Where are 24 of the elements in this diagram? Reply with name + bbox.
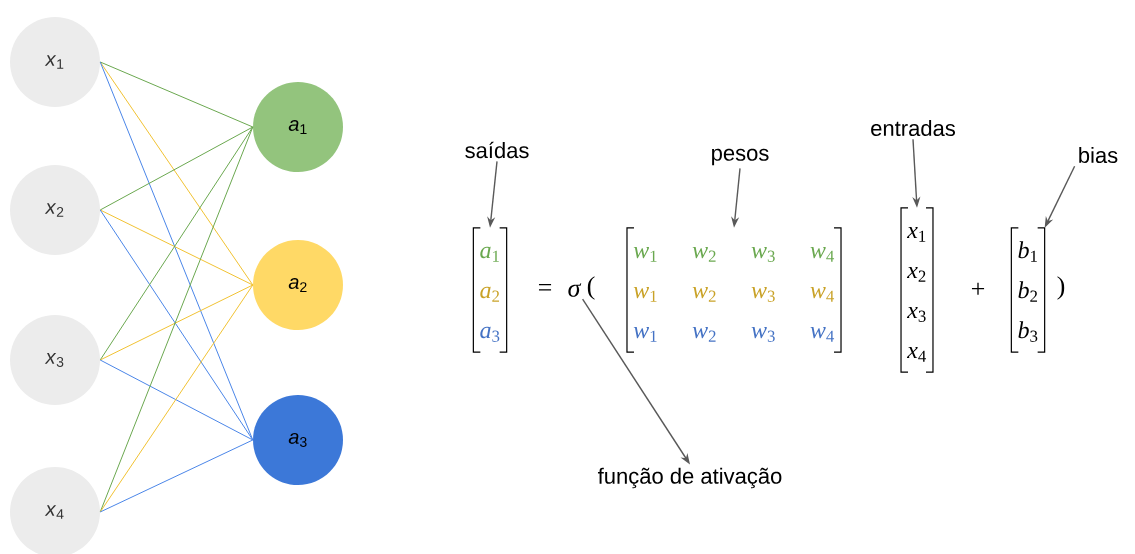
annotation-text: pesos — [712, 148, 769, 166]
bracketed-matrix: x$_{1}$ x$_{2}$ x$_{3}$ x$_{4}$ — [900, 207, 934, 373]
annotation-text: função de ativação — [598, 467, 782, 489]
connection-line — [99, 439, 254, 513]
connection-line — [99, 126, 254, 211]
connection-line — [99, 284, 254, 361]
bracketed-matrix: b$_{1}$ b$_{2}$ b$_{3}$ — [1010, 227, 1046, 353]
math-symbol: ( — [587, 276, 595, 300]
math-symbol: + — [971, 282, 985, 295]
connection-line — [99, 359, 254, 441]
connection-line — [99, 284, 254, 513]
connection-line — [99, 209, 254, 286]
connection-line — [99, 126, 254, 361]
annotation-text: entradas — [871, 119, 955, 137]
connection-line — [99, 61, 254, 286]
connection-line — [99, 126, 254, 513]
sigma-symbol: σ — [568, 283, 582, 297]
bracketed-matrix: a$_{1}$ a$_{2}$ a$_{3}$ — [472, 227, 508, 353]
connection-line — [99, 209, 254, 441]
math-symbol: = — [539, 284, 552, 291]
connection-line — [99, 61, 254, 128]
annotation-text: saídas — [465, 141, 529, 159]
bracketed-matrix: w$_{1}$ w$_{2}$ w$_{3}$ w$_{4}$ w$_{1}$ w$_{2}$ w$_{3}$ w$_{4}$ w$_{1}$ w$_{2}$ w$_{3}$ w$_{4}$ — [626, 227, 842, 353]
annotation-text: bias — [1079, 146, 1118, 164]
